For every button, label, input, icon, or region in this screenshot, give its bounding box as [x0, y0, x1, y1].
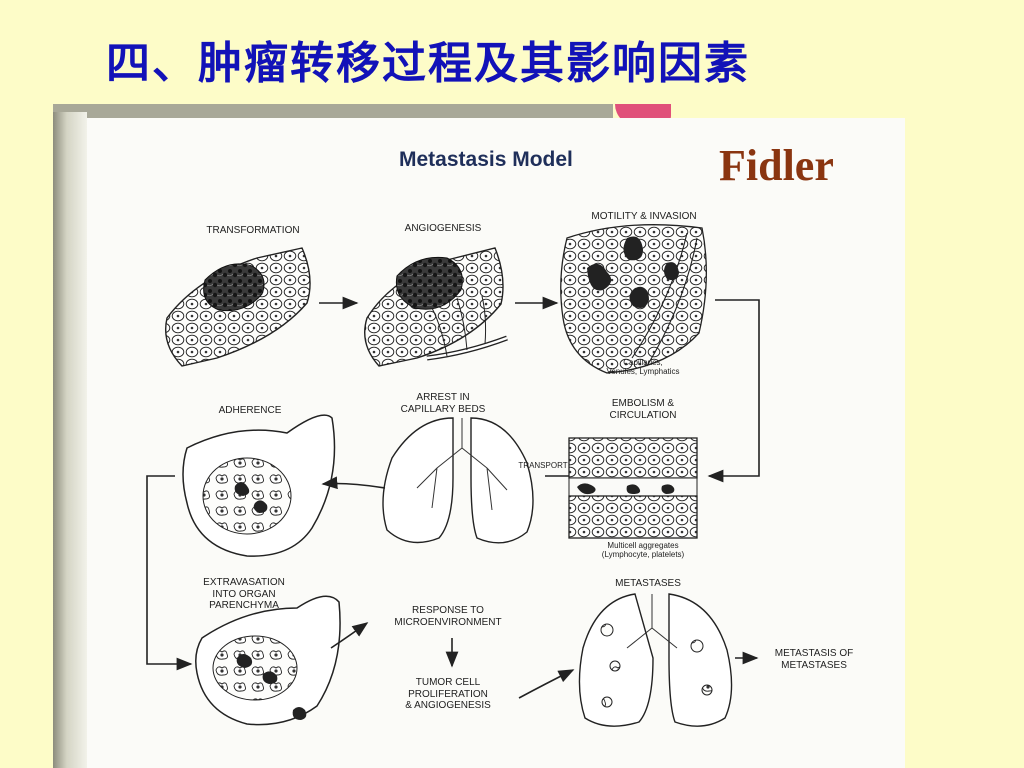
label-response-microenvironment: RESPONSE TO MICROENVIRONMENT: [394, 605, 502, 628]
label-adherence: ADHERENCE: [218, 405, 282, 416]
label-arrest-capillary-beds: ARREST IN CAPILLARY BEDS: [400, 392, 486, 415]
figure-top-edge: [53, 104, 613, 120]
metastasis-figure: Metastasis Model Fidler TRANSFORMATION A…: [87, 118, 905, 768]
extravasation-illustration: [195, 595, 341, 726]
motility-illustration: [560, 224, 707, 374]
label-transport: TRANSPORT: [518, 461, 568, 470]
label-metastases: METASTASES: [615, 578, 681, 589]
label-tumor-cell-proliferation: TUMOR CELL PROLIFERATION & ANGIOGENESIS: [405, 677, 491, 711]
label-embolism-circulation: EMBOLISM & CIRCULATION: [609, 398, 677, 421]
label-transformation: TRANSFORMATION: [206, 225, 300, 236]
label-motility-invasion: MOTILITY & INVASION: [591, 211, 697, 222]
figure-left-edge: [53, 112, 87, 768]
lungs-arrest-illustration: [382, 417, 534, 544]
label-vessels: Capillaries, Venules, Lymphatics: [606, 358, 680, 377]
author-name: Fidler: [719, 141, 834, 190]
transformation-illustration: [164, 247, 311, 367]
figure-title: Metastasis Model: [399, 148, 573, 171]
flow-arrows: [146, 296, 760, 699]
label-angiogenesis: ANGIOGENESIS: [404, 223, 482, 234]
slide-title: 四、肿瘤转移过程及其影响因素: [106, 38, 750, 89]
label-extravasation: EXTRAVASATION INTO ORGAN PARENCHYMA: [203, 577, 285, 611]
label-metastasis-of-metastases: METASTASIS OF METASTASES: [774, 648, 854, 671]
metastasis-diagram: [146, 224, 760, 727]
lungs-metastases-illustration: [578, 593, 733, 727]
label-multicell-aggregates: Multicell aggregates (Lymphocyte, platel…: [601, 541, 685, 560]
circulation-illustration: [568, 437, 698, 539]
angiogenesis-illustration: [364, 247, 508, 367]
adherence-illustration: [182, 414, 336, 557]
